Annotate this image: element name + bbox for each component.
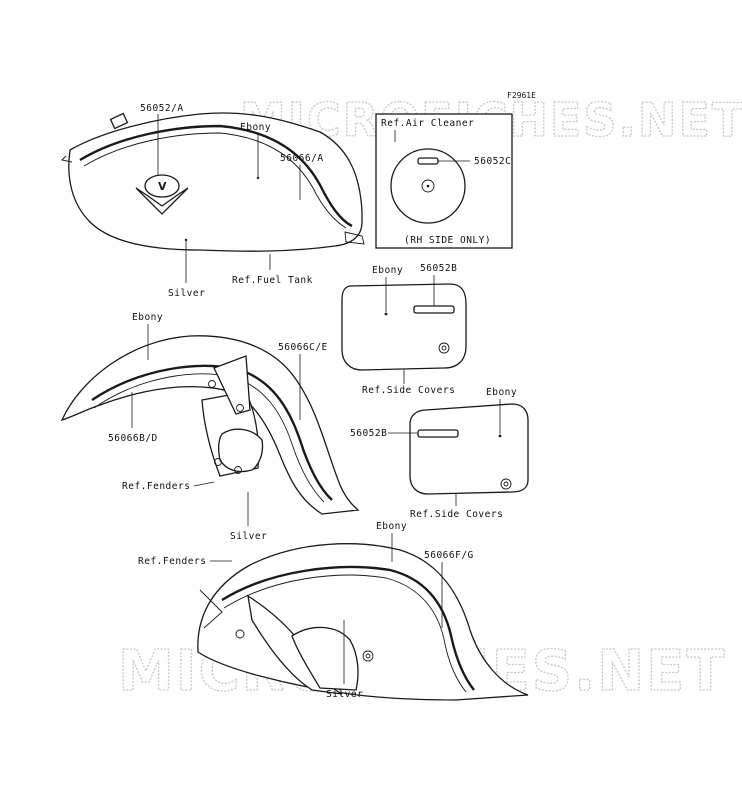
front-fender-stripe-ce-callout: 56066C/E (278, 342, 328, 353)
air-cleaner-cover (390, 148, 466, 224)
ref-air-cleaner: Ref.Air Cleaner (381, 118, 474, 129)
fuel-tank (61, 112, 365, 252)
figure-id: F2961E (507, 91, 536, 100)
ref-side-covers-1: Ref.Side Covers (362, 385, 455, 396)
rear-fender-silver-callout: Silver (326, 689, 363, 700)
right-cover-ebony-callout: Ebony (486, 387, 517, 398)
rh-side-only-note: (RH SIDE ONLY) (404, 235, 491, 246)
left-cover-emblem-callout: 56052B (420, 263, 457, 274)
left-cover-ebony-callout: Ebony (372, 265, 403, 276)
svg-text:V: V (158, 180, 167, 193)
right-cover-emblem-callout: 56052B (350, 428, 387, 439)
tank-ebony-callout: Ebony (240, 122, 271, 133)
rear-fender-ebony-callout: Ebony (376, 521, 407, 532)
ref-fenders-1: Ref.Fenders (122, 481, 190, 492)
tank-emblem-v: V (135, 174, 189, 215)
side-cover-right (409, 403, 529, 495)
rear-fender (197, 543, 529, 701)
rear-fender-stripe-callout: 56066F/G (424, 550, 474, 561)
ref-fenders-2: Ref.Fenders (138, 556, 206, 567)
tank-emblem-callout: 56052/A (140, 103, 184, 114)
front-fender (60, 335, 360, 515)
tank-silver-callout: Silver (168, 288, 205, 299)
air-cleaner-emblem-callout: 56052C (474, 156, 511, 167)
front-fender-stripe-bd-callout: 56066B/D (108, 433, 158, 444)
ref-side-covers-2: Ref.Side Covers (410, 509, 503, 520)
front-fender-ebony-callout: Ebony (132, 312, 163, 323)
ref-fuel-tank: Ref.Fuel Tank (232, 275, 313, 286)
tank-stripe-callout: 56066/A (280, 153, 324, 164)
side-cover-left (341, 283, 467, 371)
front-fender-silver-callout: Silver (230, 531, 267, 542)
